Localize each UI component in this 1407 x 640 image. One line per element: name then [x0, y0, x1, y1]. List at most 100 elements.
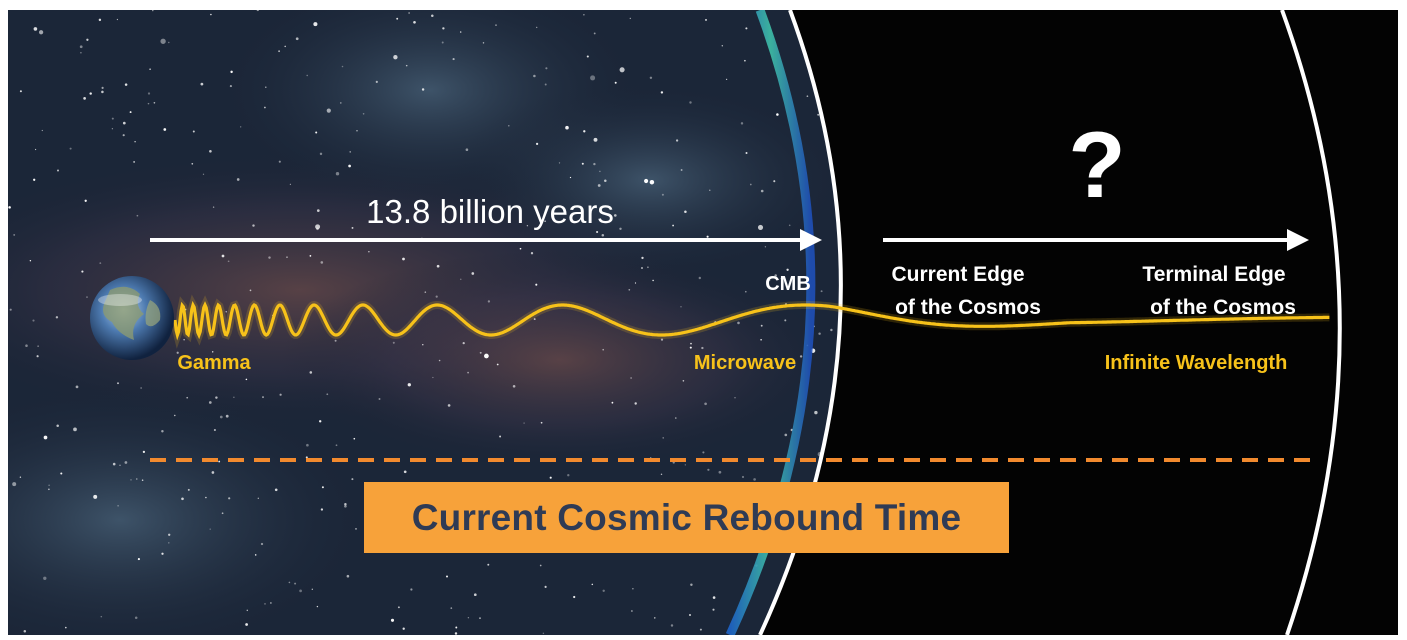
star: [583, 14, 585, 16]
star: [526, 225, 529, 227]
star: [773, 180, 776, 183]
star: [675, 417, 677, 419]
star: [760, 189, 764, 193]
star: [83, 97, 86, 100]
star: [349, 151, 351, 153]
star: [530, 252, 534, 255]
star: [256, 10, 259, 12]
star: [209, 150, 212, 153]
star: [368, 251, 370, 253]
star: [533, 74, 536, 78]
star: [176, 351, 179, 354]
star: [604, 179, 607, 182]
current-edge-label-line2: of the Cosmos: [895, 296, 1041, 319]
star: [142, 450, 146, 454]
star: [191, 162, 194, 165]
star: [591, 583, 594, 586]
star: [814, 410, 818, 415]
redshift-wave-glow: [171, 294, 1330, 349]
star: [780, 278, 783, 280]
star: [89, 92, 92, 95]
star: [245, 378, 248, 381]
star: [215, 396, 218, 399]
star: [25, 344, 28, 347]
star: [319, 420, 322, 423]
star: [32, 319, 35, 322]
star: [141, 479, 144, 481]
star: [718, 470, 722, 474]
star: [593, 162, 596, 166]
star: [689, 101, 692, 104]
star: [654, 617, 656, 619]
star: [208, 401, 212, 404]
star: [99, 262, 102, 265]
star: [211, 351, 214, 353]
star: [254, 554, 257, 556]
star: [405, 64, 408, 67]
star: [471, 272, 475, 275]
star: [12, 482, 17, 487]
star: [631, 610, 633, 612]
star: [284, 45, 286, 48]
star: [712, 596, 716, 599]
star: [619, 67, 625, 73]
star: [558, 162, 561, 164]
star: [660, 338, 664, 341]
star: [602, 589, 605, 592]
star: [599, 170, 601, 173]
star: [122, 121, 126, 125]
star: [218, 460, 221, 463]
star: [268, 256, 271, 259]
star: [601, 234, 605, 237]
star: [19, 476, 22, 478]
star: [213, 428, 216, 432]
star: [153, 101, 156, 104]
star: [632, 588, 634, 590]
star: [721, 45, 723, 47]
star: [442, 27, 445, 30]
star: [75, 385, 79, 389]
star: [614, 81, 617, 84]
star: [706, 235, 709, 238]
star: [431, 14, 434, 18]
star: [495, 24, 497, 26]
star: [134, 140, 136, 143]
star: [496, 363, 499, 366]
star: [745, 152, 748, 154]
star: [689, 346, 692, 349]
star: [183, 339, 185, 341]
star: [98, 18, 102, 22]
star: [264, 106, 266, 109]
star: [86, 38, 89, 41]
gamma-label: Gamma: [177, 352, 251, 374]
star: [523, 422, 525, 424]
current-edge-label-line1: Current Edge: [891, 263, 1024, 286]
star: [794, 364, 796, 367]
star: [540, 421, 543, 424]
star: [147, 92, 151, 95]
star: [136, 214, 139, 217]
star: [628, 288, 631, 291]
star: [567, 474, 570, 477]
star: [356, 130, 358, 132]
star: [101, 86, 104, 89]
star: [459, 31, 462, 33]
star: [112, 462, 116, 466]
terminal-edge-label-line1: Terminal Edge: [1142, 263, 1285, 286]
star: [818, 332, 821, 335]
star: [680, 306, 682, 308]
star: [351, 478, 354, 481]
star: [699, 628, 702, 631]
star: [149, 68, 151, 71]
star: [270, 602, 272, 604]
star: [820, 290, 823, 293]
star: [229, 85, 232, 88]
star: [13, 233, 16, 236]
star: [133, 161, 135, 163]
star: [84, 199, 87, 202]
star: [228, 497, 231, 500]
star: [452, 58, 455, 61]
star: [774, 274, 777, 277]
cmb-label: CMB: [765, 273, 811, 295]
star: [122, 134, 125, 137]
